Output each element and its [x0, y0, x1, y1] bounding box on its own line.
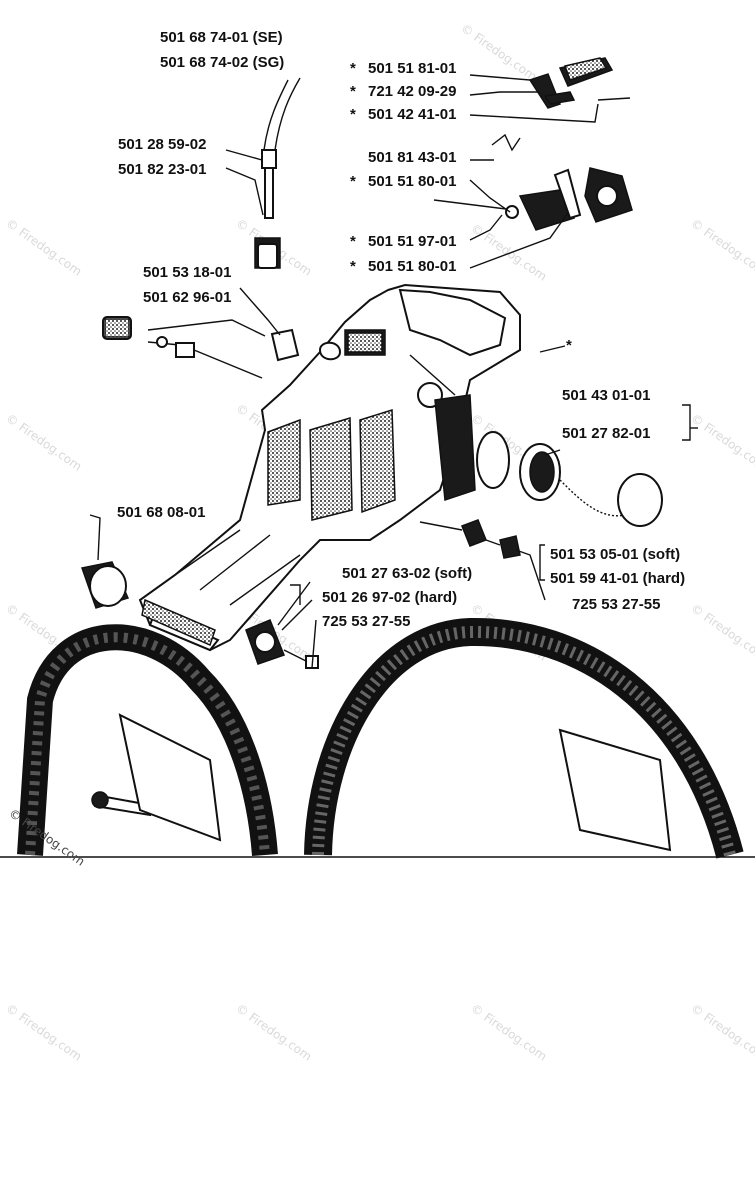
watermark-text: © Firedog.com: [233, 1001, 314, 1064]
label-part: 725 53 27-55: [572, 596, 660, 613]
throttle-trigger-parts: [433, 57, 633, 269]
left-fittings: [102, 287, 300, 379]
label-pickup-b: 501 82 23-01: [118, 161, 206, 178]
watermark-text: © Firedog.com: [468, 1001, 549, 1064]
asterisk: *: [350, 258, 356, 275]
lower-fittings: [245, 519, 546, 669]
asterisk: *: [350, 83, 356, 100]
fuel-hose-assembly: [225, 77, 301, 269]
label-part: 501 51 80-01: [368, 173, 456, 190]
watermark-text: © Firedog.com: [688, 411, 755, 474]
label-part: 725 53 27-55: [322, 613, 410, 630]
label-part: 721 42 09-29: [368, 83, 456, 100]
label-part: 501 42 41-01: [368, 106, 456, 123]
label-part: 501 51 81-01: [368, 60, 456, 77]
watermark-text: © Firedog.com: [688, 216, 755, 279]
label-part: 501 43 01-01: [562, 387, 650, 404]
label-part: 501 59 41-01 (hard): [550, 570, 685, 587]
label-part: 501 53 05-01 (soft): [550, 546, 680, 563]
label-part: 501 51 80-01: [368, 258, 456, 275]
watermark-text: © Firedog.com: [3, 411, 84, 474]
rubber-mount-left: [81, 514, 130, 609]
label-part: 501 27 82-01: [562, 425, 650, 442]
label-part: 501 68 08-01: [117, 504, 205, 521]
watermark-text: © Firedog.com: [3, 1001, 84, 1064]
fuel-tank-handle-body: [138, 283, 566, 652]
label-part: 501 53 18-01: [143, 264, 231, 281]
label-part: 501 51 97-01: [368, 233, 456, 250]
asterisk: *: [350, 60, 356, 77]
label-part: 501 62 96-01: [143, 289, 231, 306]
oil-cap-parts: [476, 431, 663, 527]
asterisk: *: [350, 106, 356, 123]
front-handle-bars: [0, 617, 755, 859]
label-hose-se: 501 68 74-01 (SE): [160, 29, 283, 46]
label-part: 501 26 97-02 (hard): [322, 589, 457, 606]
watermark-text: © Firedog.com: [458, 21, 539, 84]
label-pickup-a: 501 28 59-02: [118, 136, 206, 153]
label-hose-sg: 501 68 74-02 (SG): [160, 54, 284, 71]
asterisk: *: [566, 337, 572, 354]
asterisk: *: [350, 173, 356, 190]
watermark-text: © Firedog.com: [688, 601, 755, 664]
part-number-labels: 501 68 74-01 (SE) 501 68 74-02 (SG) 501 …: [117, 29, 685, 630]
watermark-text: © Firedog.com: [3, 216, 84, 279]
leader-lines: [290, 404, 698, 605]
label-part: 501 27 63-02 (soft): [342, 565, 472, 582]
asterisk: *: [350, 233, 356, 250]
watermark-text: © Firedog.com: [688, 1001, 755, 1064]
label-part: 501 81 43-01: [368, 149, 456, 166]
